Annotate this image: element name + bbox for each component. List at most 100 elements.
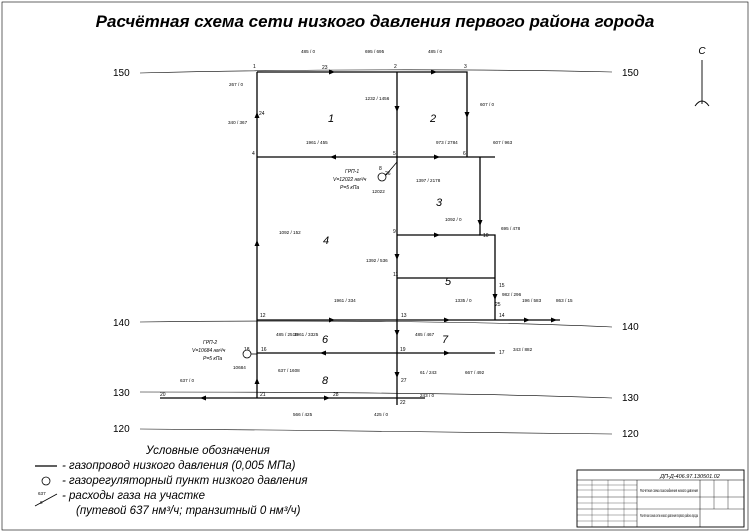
- flow-label: 485 / 467: [415, 332, 435, 337]
- flow-label: 1392 / 536: [366, 258, 388, 263]
- stamp-description: Расчётная схема газоснабжения низкого да…: [640, 488, 698, 493]
- node-14: 14: [499, 313, 505, 319]
- flow-label: 196 / 583: [522, 298, 542, 303]
- node-10: 10: [483, 233, 489, 239]
- flow-label: 343 / 882: [513, 347, 533, 352]
- flow-label: 1961 / 455: [306, 140, 328, 145]
- legend-grp-symbol: [41, 476, 51, 486]
- zone-6: 6: [322, 334, 329, 346]
- flow-label: 607 / 0: [480, 102, 494, 107]
- flow-label: 485 / 0: [428, 49, 442, 54]
- flow-label: 1961 / 3325: [294, 332, 319, 337]
- node-1: 1: [253, 64, 256, 70]
- level-120-left: 120: [113, 424, 130, 435]
- flow-label: 863 / 15: [556, 298, 573, 303]
- flow-label: 1092 / 0: [445, 217, 462, 222]
- legend-item-flow-note: (путевой 637 нм³/ч; транзитный 0 нм³/ч): [76, 505, 301, 517]
- grp-2-name: ГРП-2: [203, 340, 217, 346]
- level-130-left: 130: [113, 388, 130, 399]
- flow-label: 607 / 963: [493, 140, 513, 145]
- zone-4: 4: [323, 235, 329, 247]
- node-26: 26: [385, 171, 391, 177]
- flow-label: 982 / 296: [502, 292, 522, 297]
- level-150-left: 150: [113, 68, 130, 79]
- node-15: 15: [499, 283, 505, 289]
- zone-8: 8: [322, 375, 329, 387]
- node-23: 23: [322, 65, 328, 71]
- north-arrow: С: [694, 46, 710, 107]
- drawing-title: Расчётная схема сети низкого давления пе…: [96, 12, 655, 31]
- flow-label: 1961 / 334: [334, 298, 356, 303]
- legend: Условные обозначения - газопровод низког…: [34, 445, 308, 517]
- zones: 1 2 3 4 5 6 7 8: [322, 113, 452, 387]
- node-25: 25: [495, 302, 501, 308]
- grp-1-volume: V=12022 нм³/ч: [333, 177, 367, 183]
- level-130-right: 130: [622, 393, 639, 404]
- zone-7: 7: [442, 334, 449, 346]
- flow-label: 1335 / 0: [455, 298, 472, 303]
- node-19: 19: [400, 347, 406, 353]
- flow-label: 667 / 492: [465, 370, 485, 375]
- flow-label: 243 / 0: [420, 393, 434, 398]
- level-140-left: 140: [113, 318, 130, 329]
- north-label: С: [698, 46, 706, 57]
- grp-2-volume: V=10684 нм³/ч: [192, 348, 226, 354]
- grp-1: ГРП-1 V=12022 нм³/ч P=5 кПа 12022: [333, 161, 398, 194]
- legend-sample-top: 637: [38, 491, 46, 496]
- flow-label: 973 / 2784: [436, 140, 458, 145]
- grp-1-output: 12022: [372, 189, 385, 194]
- node-5: 5: [393, 151, 396, 157]
- flow-label: 695 / 695: [365, 49, 385, 54]
- legend-heading: Условные обозначения: [145, 445, 270, 457]
- level-labels: 150 150 140 140 130 130 120 120: [113, 68, 639, 440]
- grp-circle: [242, 349, 252, 359]
- level-150-right: 150: [622, 68, 639, 79]
- flow-label: 61 / 243: [420, 370, 437, 375]
- flow-labels: 485 / 0 695 / 695 485 / 0 267 / 0 340 / …: [180, 49, 573, 417]
- node-27: 27: [401, 378, 407, 384]
- node-11: 11: [393, 272, 398, 278]
- node-8: 8: [379, 166, 382, 172]
- node-12: 12: [260, 313, 266, 319]
- grp-circle: [377, 172, 387, 182]
- flow-arrows: [200, 69, 557, 401]
- legend-item-grp: - газорегуляторный пункт низкого давлени…: [62, 475, 308, 487]
- node-2: 2: [394, 64, 397, 70]
- level-140-right: 140: [622, 322, 639, 333]
- flow-label: 1232 / 1456: [365, 96, 390, 101]
- title-block: [576, 469, 745, 528]
- grp-2-output: 10684: [233, 365, 246, 370]
- node-4: 4: [252, 151, 255, 157]
- grp-1-pressure: P=5 кПа: [340, 185, 359, 191]
- legend-item-pipe: - газопровод низкого давления (0,005 МПа…: [62, 460, 296, 472]
- node-9: 9: [393, 229, 396, 235]
- flow-label: 340 / 367: [228, 120, 248, 125]
- node-16: 16: [261, 347, 267, 353]
- node-21: 21: [260, 392, 266, 398]
- node-6: 6: [463, 151, 466, 157]
- legend-sample-bottom: 0: [40, 500, 43, 505]
- zone-2: 2: [429, 113, 436, 125]
- flow-label: 566 / 425: [293, 412, 313, 417]
- node-3: 3: [464, 64, 467, 70]
- grp-2: ГРП-2 V=10684 нм³/ч P=5 кПа 10684: [192, 340, 257, 370]
- node-28: 28: [333, 392, 339, 398]
- flow-label: 425 / 0: [374, 412, 388, 417]
- zone-5: 5: [445, 276, 452, 288]
- flow-label: 695 / 478: [501, 226, 521, 231]
- zone-1: 1: [328, 113, 334, 125]
- flow-label: 485 / 0: [301, 49, 315, 54]
- flow-label: 637 / 1608: [278, 368, 300, 373]
- flow-label: 267 / 0: [229, 82, 243, 87]
- flow-label: 1397 / 2178: [416, 178, 441, 183]
- node-20: 20: [160, 392, 166, 398]
- flow-label: 637 / 0: [180, 378, 194, 383]
- stamp-sheet-title: Расчётная схема сети низкого давления пе…: [640, 513, 698, 518]
- grp-2-pressure: P=5 кПа: [203, 356, 222, 362]
- node-17: 17: [499, 350, 505, 356]
- legend-item-flow: - расходы газа на участке: [62, 490, 205, 502]
- node-24: 24: [259, 111, 265, 117]
